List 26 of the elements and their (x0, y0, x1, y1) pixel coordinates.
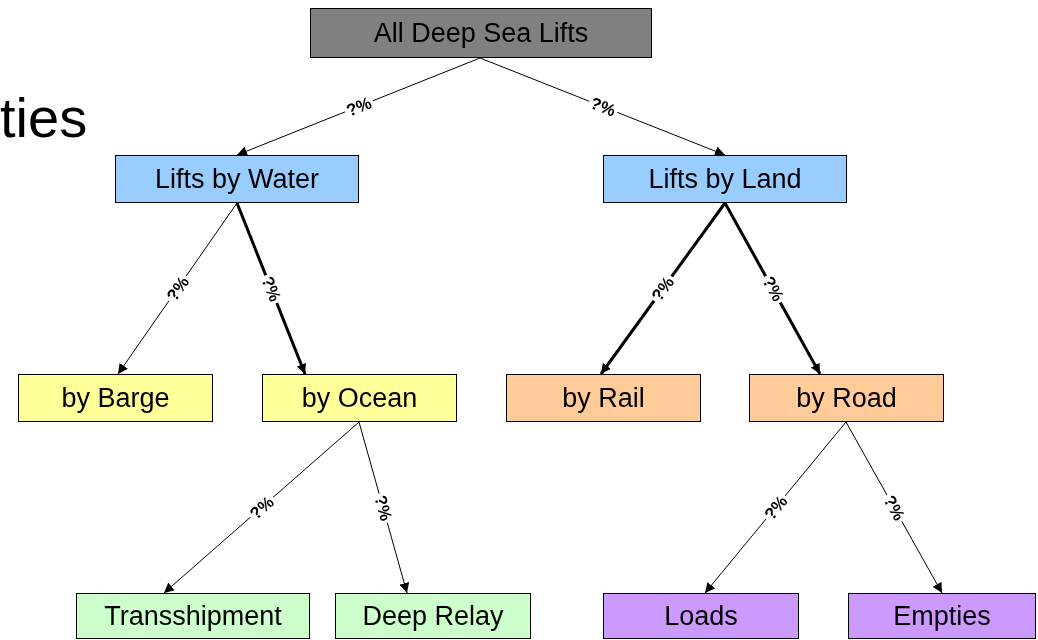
box-label: Lifts by Water (154, 165, 319, 193)
box-label: Loads (664, 602, 738, 630)
process-box (603, 593, 799, 639)
box-label: by Barge (61, 384, 170, 412)
box-label: by Ocean (301, 384, 418, 412)
process-box (749, 374, 944, 422)
box-label: Empties (893, 602, 991, 630)
process-box (115, 155, 359, 203)
box-label: Lifts by Land (648, 165, 802, 193)
arrow (163, 421, 360, 594)
arrow (236, 57, 481, 156)
process-box (506, 374, 701, 422)
process-box (76, 593, 310, 639)
process-box (310, 8, 652, 58)
arrow (479, 57, 726, 156)
process-box (848, 593, 1036, 639)
process-box (603, 155, 847, 203)
box-label: by Rail (562, 384, 645, 412)
box-label: Deep Relay (362, 602, 504, 630)
title-text: ties (0, 90, 88, 146)
box-label: Transshipment (104, 602, 282, 630)
box-label: All Deep Sea Lifts (373, 19, 589, 47)
box-label: by Road (796, 384, 897, 412)
process-box (18, 374, 213, 422)
process-box (262, 374, 457, 422)
process-box (335, 593, 531, 639)
